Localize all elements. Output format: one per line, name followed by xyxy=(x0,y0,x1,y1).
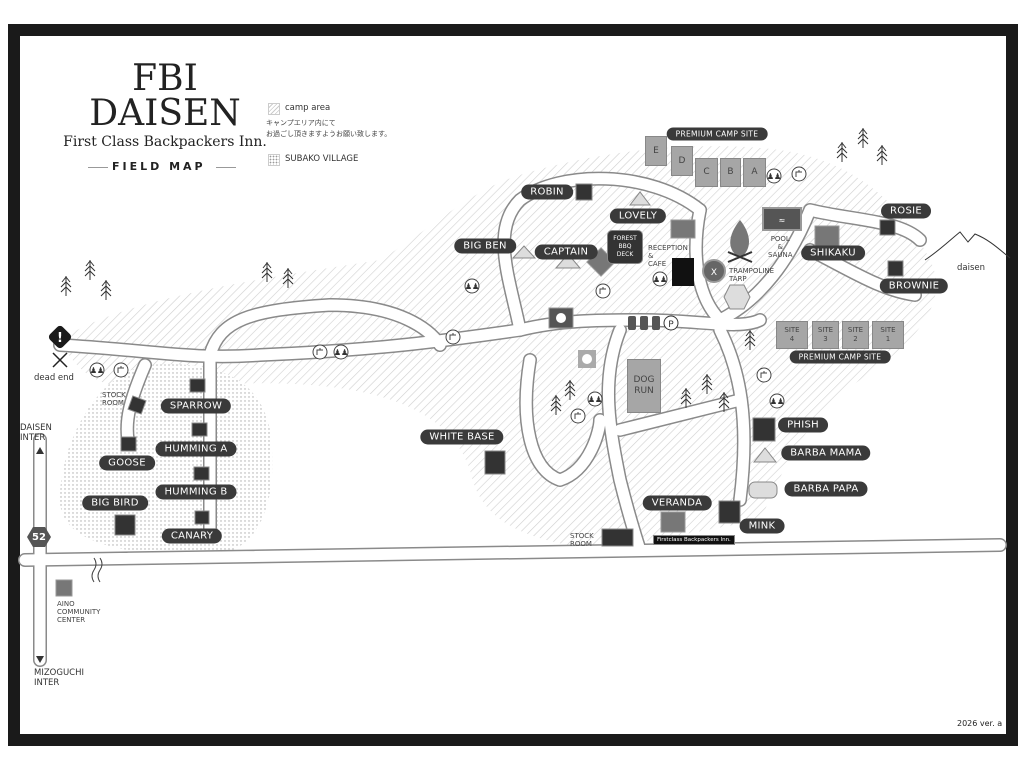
trampoline-icon: Ⅹ xyxy=(702,259,726,283)
parking-icon: P xyxy=(663,315,679,331)
dead-end-label: dead end xyxy=(34,373,74,383)
arrow-down-icon xyxy=(36,656,44,663)
route-52-sign: 52 xyxy=(27,527,51,547)
site-2[interactable]: SITE 2 xyxy=(842,321,869,349)
site-d[interactable]: D xyxy=(671,146,693,176)
label-robin[interactable]: ROBIN xyxy=(521,184,573,200)
field-map-heading: FIELD MAP xyxy=(112,160,206,173)
stock-room-bottom-label: STOCK ROOM xyxy=(570,532,594,548)
pool-sauna-label: POOL & SAUNA xyxy=(768,235,793,259)
legend-camp-area: camp area xyxy=(285,103,331,113)
label-goose[interactable]: GOOSE xyxy=(99,455,155,471)
divider xyxy=(88,167,108,168)
trampoline-tarp-label: TRAMPOLINE TARP xyxy=(729,267,775,283)
title-subtitle: First Class Backpackers Inn. xyxy=(63,134,267,150)
label-mink[interactable]: MINK xyxy=(739,518,785,534)
site-3[interactable]: SITE 3 xyxy=(812,321,839,349)
svg-text:P: P xyxy=(668,320,674,330)
car-icon xyxy=(628,316,660,330)
title-fbi: FBI xyxy=(132,58,198,99)
site-c[interactable]: C xyxy=(695,158,718,187)
inn-sign: Firstclass Backpackers Inn. xyxy=(653,535,735,545)
label-phish[interactable]: PHISH xyxy=(778,417,828,433)
legend-note-2: お過ごし頂きますようお願い致します。 xyxy=(266,130,392,138)
reception-building xyxy=(672,258,694,286)
label-white-base[interactable]: WHITE BASE xyxy=(420,429,504,445)
site-1[interactable]: SITE 1 xyxy=(872,321,904,349)
legend-note-1: キャンプエリア内にて xyxy=(266,119,336,127)
legend-subako: SUBAKO VILLAGE xyxy=(285,154,359,164)
site-e[interactable]: E xyxy=(645,136,667,166)
label-premium-camp-site-bottom[interactable]: PREMIUM CAMP SITE xyxy=(789,350,891,364)
label-lovely[interactable]: LOVELY xyxy=(609,208,667,224)
label-barba-mama[interactable]: BARBA MAMA xyxy=(781,445,871,461)
label-canary[interactable]: CANARY xyxy=(161,528,223,544)
subako-village-area xyxy=(60,364,273,556)
tarp-icon xyxy=(723,284,751,310)
dog-run[interactable]: DOG RUN xyxy=(627,359,661,413)
pool-icon: ≈ xyxy=(762,207,802,231)
label-humming-a[interactable]: HUMMING A xyxy=(155,441,237,457)
cabin-buildings xyxy=(114,183,904,547)
label-shikaku[interactable]: SHIKAKU xyxy=(801,245,865,261)
version-label: 2026 ver. a xyxy=(957,719,1003,728)
label-big-bird[interactable]: BIG BIRD xyxy=(82,495,148,511)
aino-community-center-label: AINO COMMUNITY CENTER xyxy=(57,600,101,624)
label-big-ben[interactable]: BIG BEN xyxy=(454,238,516,254)
site-b[interactable]: B xyxy=(720,158,741,187)
daisen-inter-label: DAISEN INTER xyxy=(20,423,52,443)
label-premium-camp-site-top[interactable]: PREMIUM CAMP SITE xyxy=(666,127,768,141)
trash-icon xyxy=(578,350,596,368)
svg-text:≈: ≈ xyxy=(779,216,786,225)
campfire-icon xyxy=(727,220,753,263)
camp-area xyxy=(60,146,937,550)
stock-room-left-label: STOCK ROOM xyxy=(102,391,126,407)
label-rosie[interactable]: ROSIE xyxy=(881,203,931,219)
title-daisen: DAISEN xyxy=(89,93,241,134)
svg-text:!: ! xyxy=(57,331,63,346)
camp-area-swatch xyxy=(268,103,280,115)
label-veranda[interactable]: VERANDA xyxy=(642,495,712,511)
label-humming-b[interactable]: HUMMING B xyxy=(155,484,237,500)
arrow-up-icon xyxy=(36,447,44,454)
label-brownie[interactable]: BROWNIE xyxy=(879,278,949,294)
campfire-site-icon xyxy=(548,307,574,329)
subako-swatch xyxy=(268,154,280,166)
label-barba-papa[interactable]: BARBA PAPA xyxy=(784,481,868,497)
site-4[interactable]: SITE 4 xyxy=(776,321,808,349)
reception-cafe-label: RECEPTION & CAFE xyxy=(648,244,688,268)
warning-icon: ! xyxy=(48,325,72,368)
label-sparrow[interactable]: SPARROW xyxy=(160,398,232,414)
site-a[interactable]: A xyxy=(743,158,766,187)
road-break-icon xyxy=(91,557,103,583)
divider xyxy=(216,167,236,168)
tent-icon xyxy=(511,191,778,499)
daisen-mountain-label: daisen xyxy=(957,263,986,273)
mizoguchi-inter-label: MIZOGUCHI INTER xyxy=(34,668,84,688)
label-captain[interactable]: CAPTAIN xyxy=(534,244,598,260)
svg-text:Ⅹ: Ⅹ xyxy=(711,268,717,278)
mountain-icon xyxy=(924,231,1011,261)
forest-bbq-deck[interactable]: FOREST BBQ DECK xyxy=(607,230,643,264)
